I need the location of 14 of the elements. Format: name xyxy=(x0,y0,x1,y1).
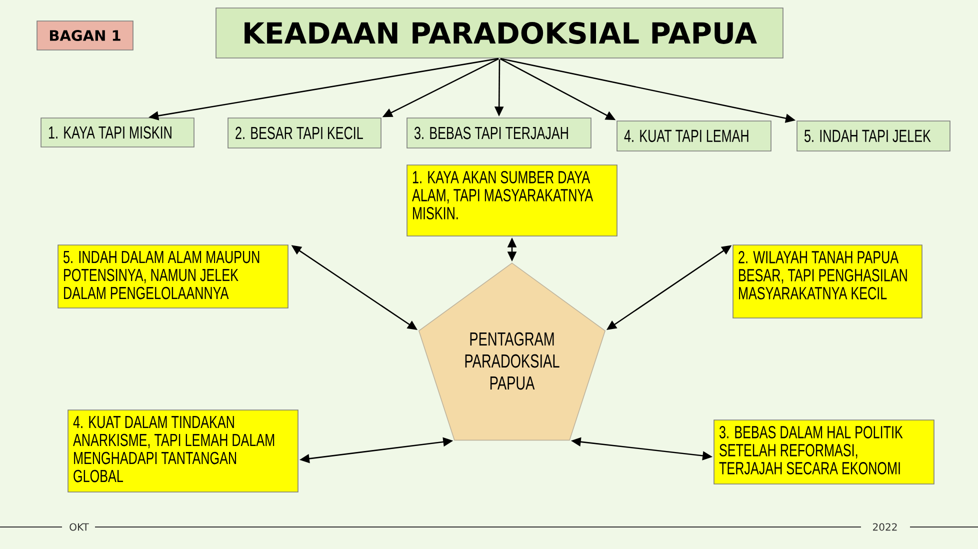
branch-box: 2. BESAR TAPI KECIL xyxy=(228,118,382,148)
note-box: 1. KAYA AKAN SUMBER DAYA ALAM, TAPI MASYARAKATNYA MISKIN. xyxy=(406,164,618,236)
branch-box: 5. INDAH TAPI JELEK xyxy=(796,120,950,152)
branch-box: 3. BEBAS TAPI TERJAJAH xyxy=(406,118,592,148)
note-box: 2. WILAYAH TANAH PAPUA BESAR, TAPI PENGHASILAN MASYARAKATNYA KECIL xyxy=(732,244,922,318)
branch-box: 4. KUAT TAPI LEMAH xyxy=(616,120,772,152)
note-box: 3. BEBAS DALAM HAL POLITIK SETELAH REFORMASI, TERJAJAH SECARA EKONOMI xyxy=(714,420,934,484)
footer-label: 2022 xyxy=(871,522,899,532)
tag-box: BAGAN 1 xyxy=(36,20,134,50)
note-box: 4. KUAT DALAM TINDAKAN ANARKISME, TAPI LEMAH DALAM MENGHADAPI TANTANGAN GLOBAL xyxy=(68,410,298,492)
note-box: 5. INDAH DALAM ALAM MAUPUN POTENSINYA, NAMUN JELEK DALAM PENGELOLAANNYA xyxy=(58,244,288,308)
title-box: KEADAAN PARADOKSIAL PAPUA xyxy=(216,8,784,58)
branch-box: 1. KAYA TAPI MISKIN xyxy=(40,118,194,148)
footer-label: OKT xyxy=(68,522,90,532)
